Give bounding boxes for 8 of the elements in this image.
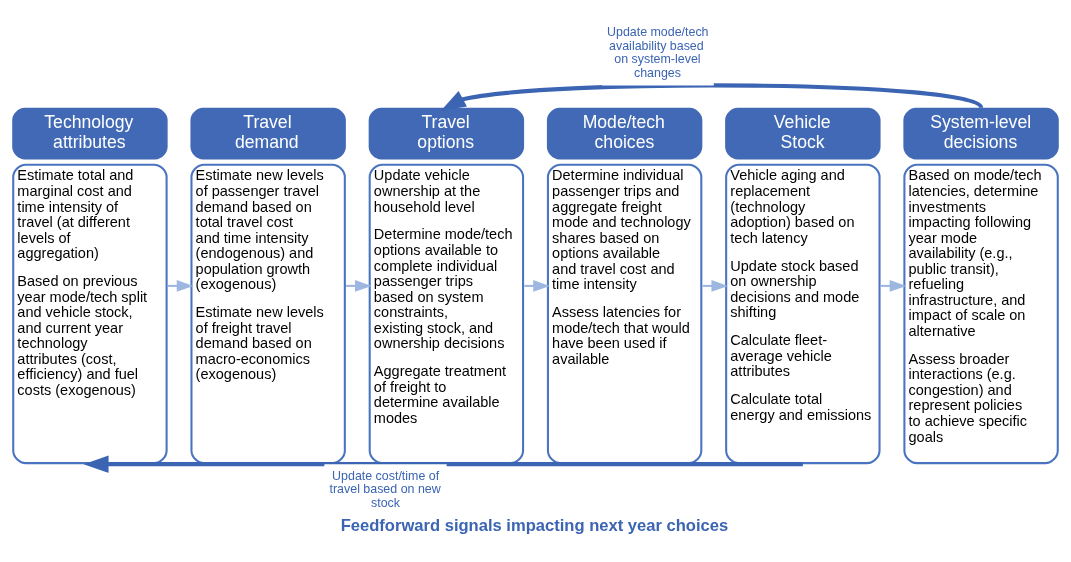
edge-label: Update mode/tech availability based on system-level changes — [607, 24, 709, 80]
edge-label: Update cost/time of travel based on new stock — [329, 468, 441, 510]
arrow — [524, 279, 550, 292]
arrow — [167, 279, 194, 292]
caption: Feedforward signals impacting next year choices — [340, 515, 729, 535]
arrow — [880, 279, 907, 292]
arrow — [83, 454, 803, 473]
arrow — [346, 279, 372, 292]
